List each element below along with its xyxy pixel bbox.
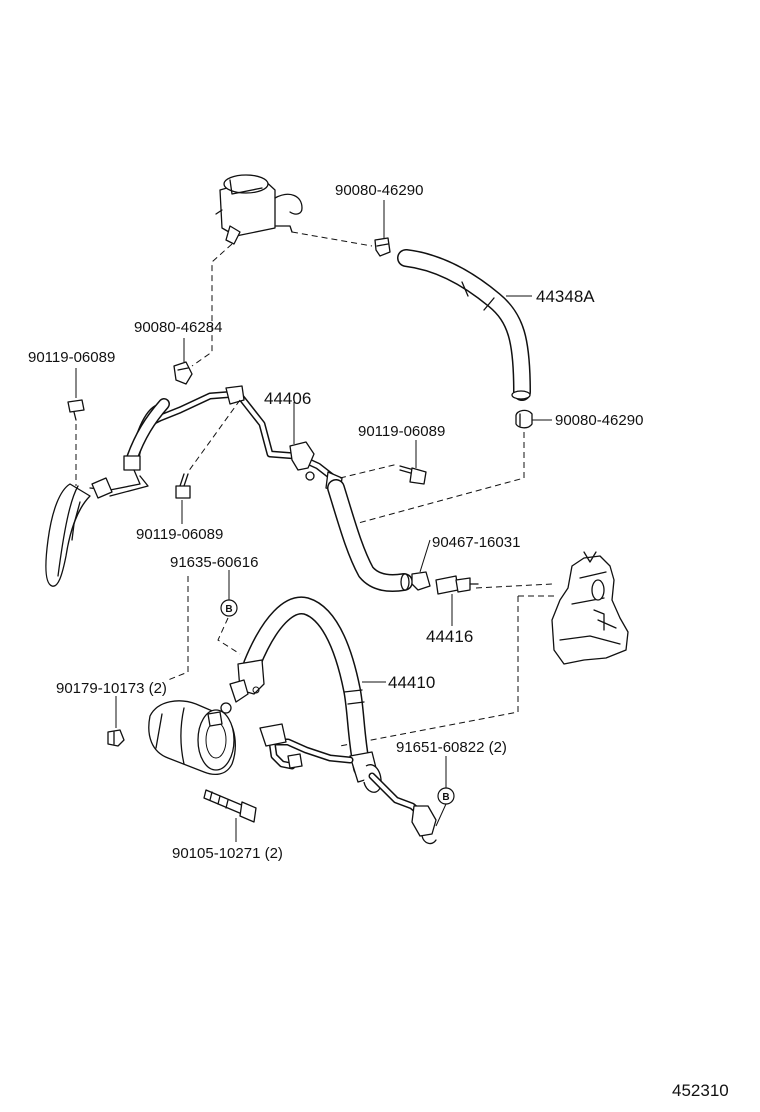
power-steering-pump: [148, 700, 236, 776]
diagram-reference-number: 452310: [672, 1081, 729, 1100]
reservoir-tank: [215, 174, 303, 245]
return-hose-44348A: [397, 249, 531, 401]
dash-reservoir-clamp: [291, 231, 373, 247]
clamp-90080-46284: [173, 361, 193, 385]
clip-90467-16031: [411, 571, 431, 591]
bolt-90119-06089-left: [67, 399, 85, 421]
label-90119-06089-left: 90119-06089: [28, 349, 115, 366]
label-90467-16031: 90467-16031: [432, 534, 520, 551]
label-91635-60616: 91635-60616: [170, 554, 258, 571]
label-90119-06089-center: 90119-06089: [136, 526, 223, 543]
label-90119-06089-right: 90119-06089: [358, 423, 445, 440]
steering-gear-housing: [551, 551, 629, 665]
bolt-90119-06089-right: [399, 465, 427, 485]
marker-b-lower: B: [437, 787, 455, 805]
pressure-hose-44410: [220, 596, 437, 845]
bolt-90119-06089-center: [175, 473, 191, 499]
clamp-90080-46290-mid: [515, 409, 533, 429]
dash-reservoir-down: [191, 243, 233, 367]
label-91651-60822: 91651-60822 (2): [396, 739, 507, 756]
label-90080-46290-mid: 90080-46290: [555, 412, 643, 429]
label-90080-46290-top: 90080-46290: [335, 182, 423, 199]
label-90105-10271: 90105-10271 (2): [172, 845, 283, 862]
union-44416: [435, 575, 479, 595]
clamp-90080-46290-top: [374, 237, 391, 257]
svg-text:B: B: [442, 792, 449, 803]
marker-b-upper: B: [220, 599, 238, 617]
label-44348A: 44348A: [536, 287, 595, 306]
label-44406: 44406: [264, 389, 311, 408]
label-44410: 44410: [388, 673, 435, 692]
label-90080-46284: 90080-46284: [134, 319, 222, 336]
nut-90179-10173: [107, 729, 125, 747]
svg-text:B: B: [225, 604, 232, 615]
left-bracket-assembly: [45, 398, 170, 587]
label-90179-10173: 90179-10173 (2): [56, 680, 167, 697]
label-44416: 44416: [426, 627, 473, 646]
bolt-90105-10271: [203, 789, 257, 823]
